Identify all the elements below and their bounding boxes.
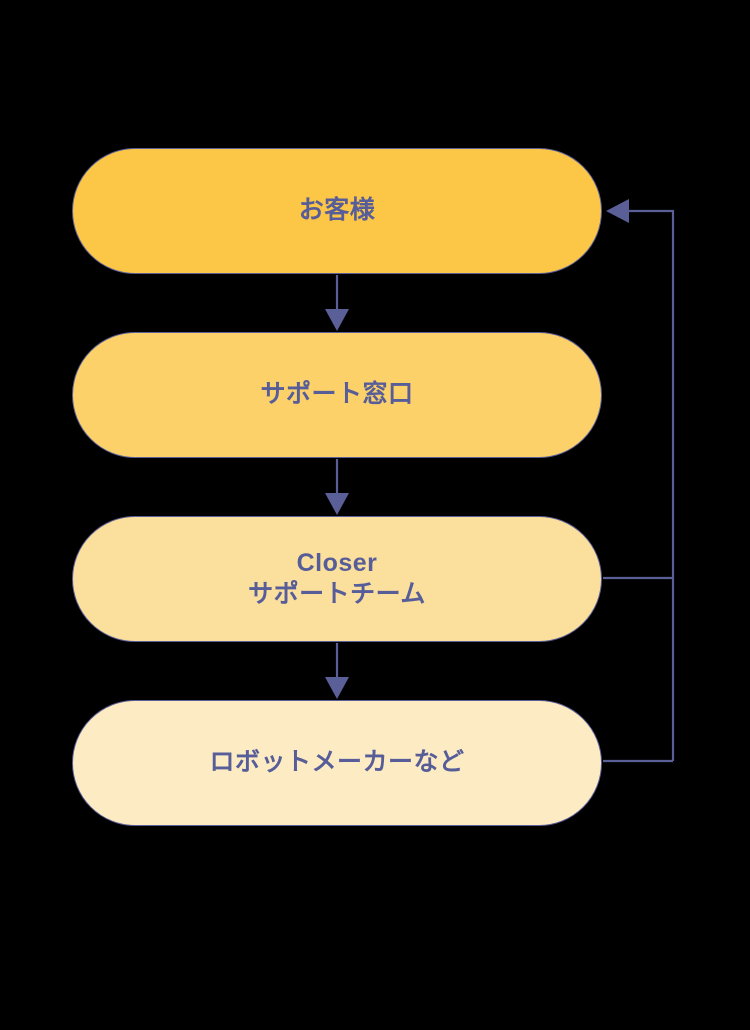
node-customer[interactable]: お客様	[72, 148, 602, 274]
edge-customer-to-support-desk	[325, 275, 349, 331]
edge-closer-team-to-robot-makers	[325, 643, 349, 699]
node-closer-team-label-2: サポートチーム	[248, 580, 426, 608]
node-customer-label-1: お客様	[298, 196, 376, 225]
node-closer-team-label-1: Closer	[296, 548, 378, 577]
node-support-desk-label-1: サポート窓口	[260, 380, 414, 409]
node-robot-makers[interactable]: ロボットメーカーなど	[72, 700, 602, 826]
return-trunk	[606, 199, 675, 761]
node-support-desk[interactable]: サポート窓口	[72, 332, 602, 458]
edge-support-desk-to-closer-team	[325, 459, 349, 515]
node-closer-team[interactable]: Closer サポートチーム	[72, 516, 602, 642]
node-robot-makers-label-1: ロボットメーカーなど	[209, 748, 465, 777]
